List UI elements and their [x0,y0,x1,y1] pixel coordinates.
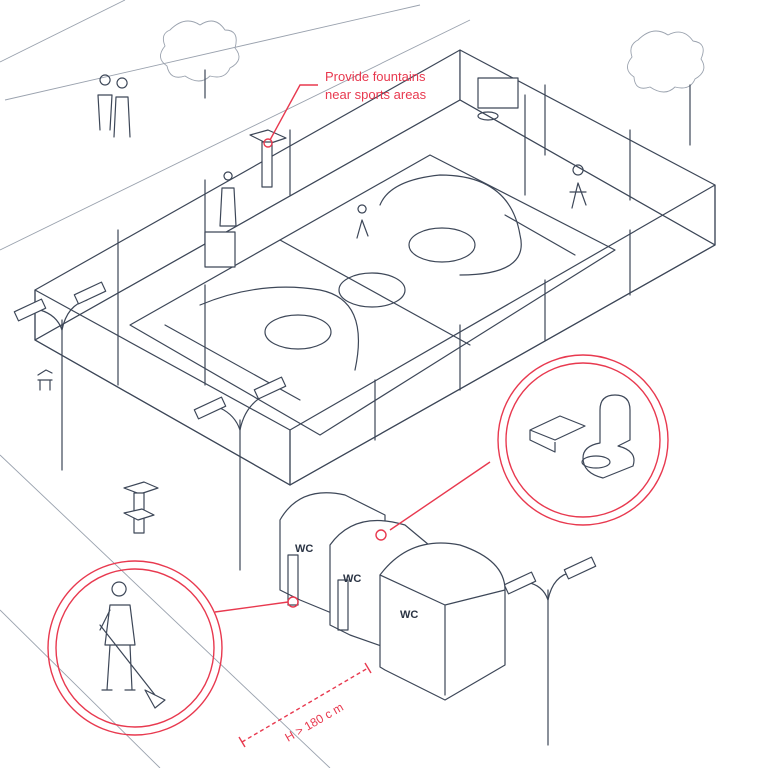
street-lines [0,0,471,768]
street-lamp [13,281,597,746]
wc-label: WC [343,573,361,585]
height-dimension-line [241,667,369,743]
court-fence [34,49,716,486]
callout-toilet-fixtures [375,354,669,541]
wc-label: WC [400,609,418,621]
portable-toilets [279,492,506,701]
height-dimension-label: H > 180 c m [283,700,346,745]
drinking-fountain [123,129,287,534]
callout-cleaning-staff [47,560,299,736]
tree-icon [627,30,705,146]
wc-label: WC [295,543,313,555]
fountain-note-line2: near sports areas [325,87,427,102]
people [37,74,587,391]
fountain-callout-leader [269,84,318,141]
tree-icon [160,20,240,99]
fountain-note-line1: Provide fountains [325,69,426,84]
